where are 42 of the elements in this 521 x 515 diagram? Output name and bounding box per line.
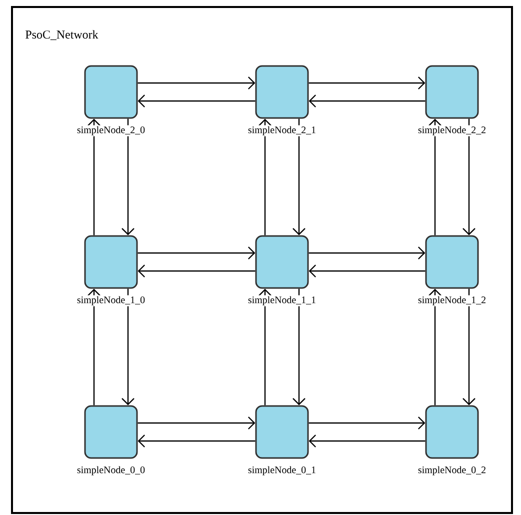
- arrow: [428, 288, 442, 406]
- node-label: simpleNode_0_0: [76, 465, 146, 476]
- node-label: simpleNode_1_0: [76, 295, 146, 306]
- node-label: simpleNode_0_2: [416, 465, 488, 476]
- node-label: simpleNode_2_2: [416, 125, 488, 136]
- node-box: [425, 405, 479, 459]
- node-label: simpleNode_0_1: [246, 465, 318, 476]
- node-label: simpleNode_2_0: [76, 125, 146, 136]
- arrow: [428, 118, 442, 236]
- arrow: [138, 94, 256, 108]
- arrow: [308, 434, 426, 448]
- node-box: [425, 235, 479, 289]
- arrow: [308, 264, 426, 278]
- node-box: [84, 65, 138, 119]
- arrow: [292, 288, 306, 406]
- arrow: [258, 118, 272, 236]
- arrow: [138, 264, 256, 278]
- arrow: [258, 288, 272, 406]
- arrow: [122, 288, 134, 406]
- arrow: [462, 118, 476, 236]
- arrow: [462, 288, 476, 406]
- arrow: [138, 246, 256, 260]
- arrow: [308, 416, 426, 430]
- node-box: [425, 65, 479, 119]
- arrow: [88, 118, 100, 236]
- node-box: [84, 405, 138, 459]
- arrow: [138, 434, 256, 448]
- arrow: [308, 246, 426, 260]
- arrow: [292, 118, 306, 236]
- node-box: [84, 235, 138, 289]
- arrow: [138, 76, 256, 90]
- node-box: [255, 405, 309, 459]
- node-box: [255, 235, 309, 289]
- arrow: [122, 118, 134, 236]
- node-label: simpleNode_1_1: [246, 295, 318, 306]
- arrow: [308, 76, 426, 90]
- node-box: [255, 65, 309, 119]
- arrow: [88, 288, 100, 406]
- arrow: [138, 416, 256, 430]
- node-label: simpleNode_1_2: [416, 295, 488, 306]
- node-label: simpleNode_2_1: [246, 125, 318, 136]
- arrow: [308, 94, 426, 108]
